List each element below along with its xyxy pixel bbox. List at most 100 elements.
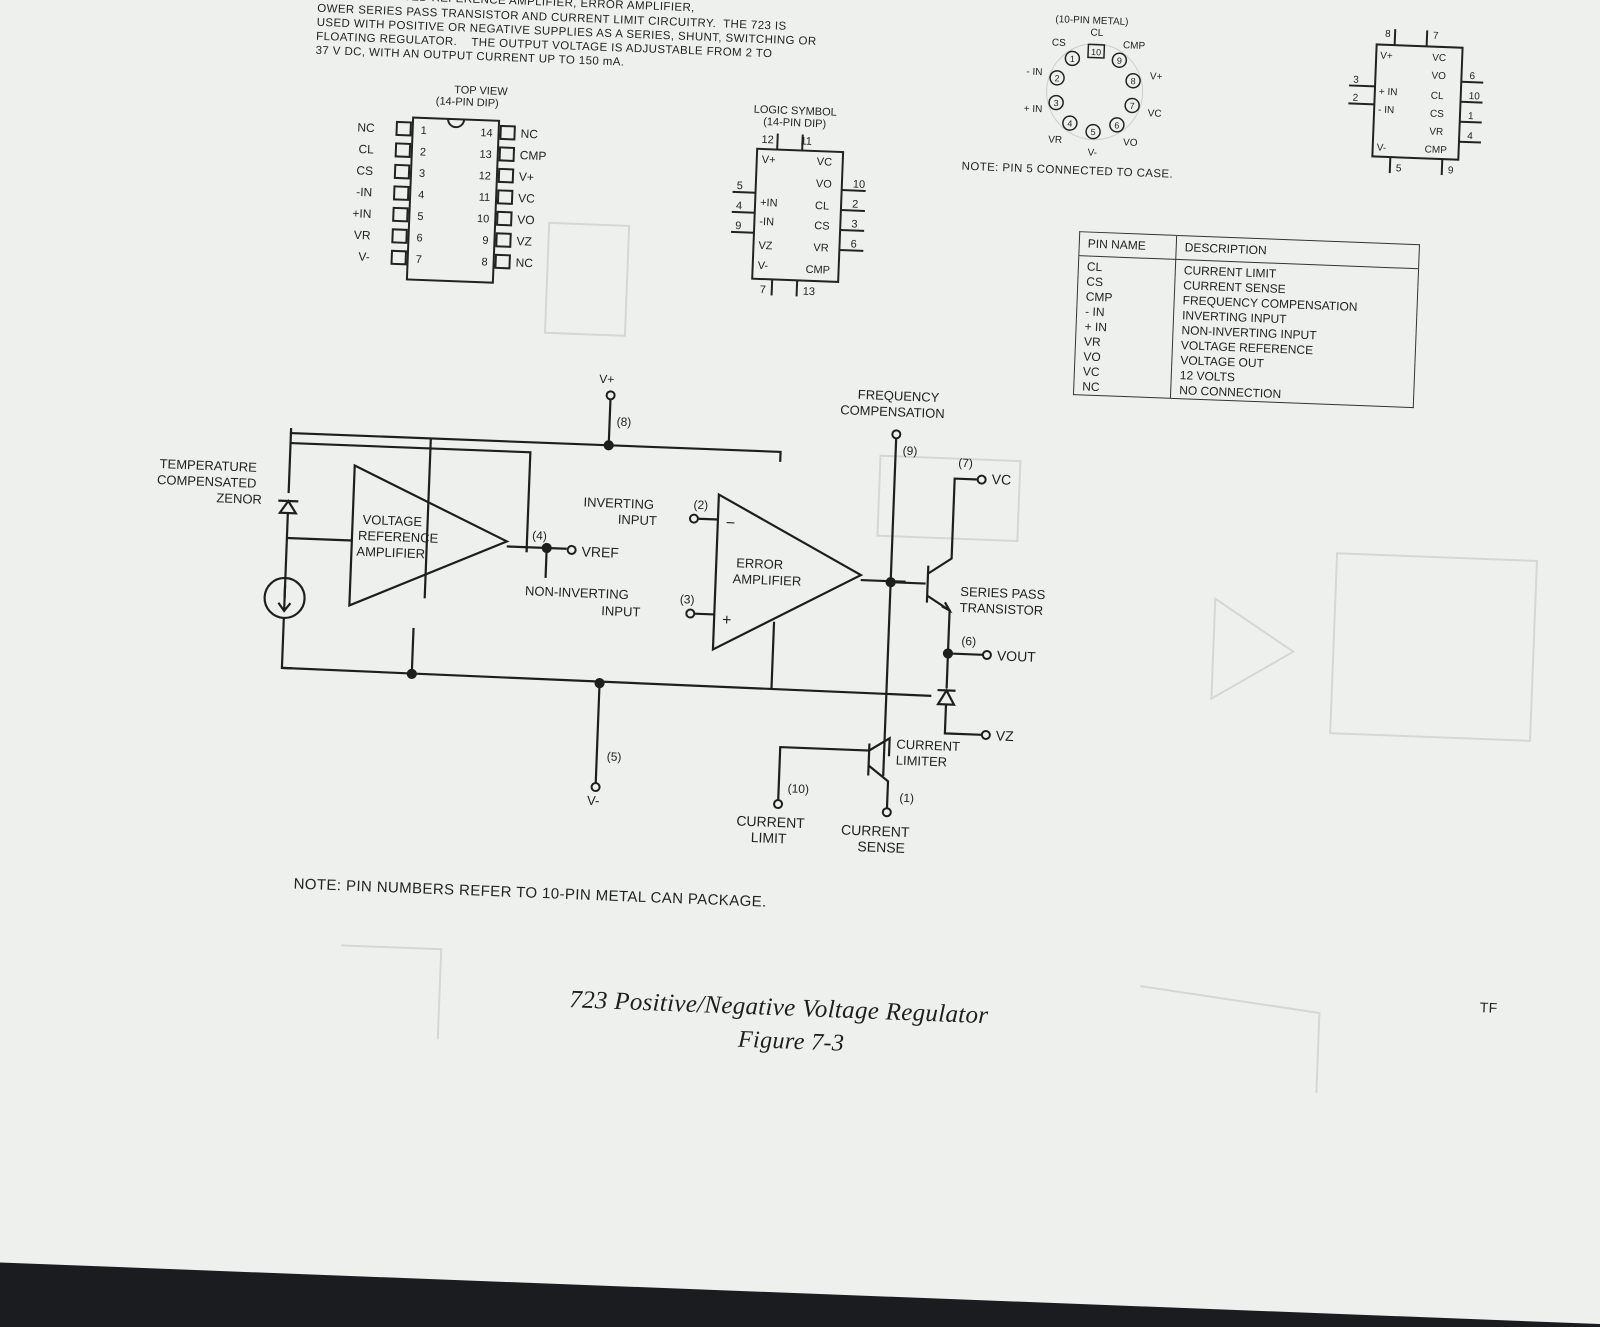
can-logic-inside-label: VO xyxy=(1431,71,1446,83)
dip-pin-name: VZ xyxy=(516,234,532,249)
vz-zener xyxy=(936,653,956,706)
dip-title: TOP VIEW xyxy=(454,84,508,98)
can-logic-inside-label: CMP xyxy=(1424,144,1447,156)
can-pin-number: 3 xyxy=(1053,98,1058,108)
can-logic-inside-label: V- xyxy=(1376,143,1386,154)
dip-pin-number: 5 xyxy=(417,211,424,223)
current-source xyxy=(263,576,306,620)
can-logic-inside-label: VC xyxy=(1432,53,1446,65)
dip-pin-box xyxy=(495,232,512,248)
series-pass-label-2: TRANSISTOR xyxy=(959,600,1043,618)
can-pin-name: CS xyxy=(1052,37,1067,49)
can-logic-inside-label: + IN xyxy=(1379,87,1398,99)
bleed-through xyxy=(341,221,1538,1093)
logic-left-pin: 4 xyxy=(736,200,743,212)
can-pin-number: 6 xyxy=(1114,120,1119,130)
can-pin-number: 9 xyxy=(1117,56,1122,66)
dip-pin-name: NC xyxy=(515,256,533,271)
dip-pin-number: 2 xyxy=(420,146,427,158)
vc-pin: (7) xyxy=(958,456,973,471)
can-logic-right-pin: 4 xyxy=(1467,131,1473,142)
logic-inside-label: +IN xyxy=(760,197,778,210)
dip-pin-box xyxy=(393,163,411,180)
noninverting-pin: (3) xyxy=(680,592,695,607)
vref-amp-label-2: REFERENCE xyxy=(358,528,439,546)
logic-subtitle: (14-PIN DIP) xyxy=(763,116,826,130)
logic-right-pin: 3 xyxy=(851,218,858,230)
can-pin-name: CL xyxy=(1090,27,1104,38)
can-logic-bottom-pin: 9 xyxy=(1448,165,1454,176)
logic-right-pin: 10 xyxy=(853,178,866,190)
current-sense-label-2: SENSE xyxy=(857,838,905,856)
dip-pin-number: 14 xyxy=(480,127,493,139)
dip-pin-name: VC xyxy=(518,191,536,206)
metal-can-title: (10-PIN METAL) xyxy=(1055,14,1129,28)
vminus-lead xyxy=(594,685,601,784)
dip-pin-number: 9 xyxy=(482,235,489,247)
can-pin-name: V+ xyxy=(1150,71,1163,82)
logic-inside-label: VZ xyxy=(758,240,773,253)
can-logic-right-pin: 10 xyxy=(1469,91,1481,102)
zener-label-1: TEMPERATURE xyxy=(159,456,257,475)
dip-pin-box xyxy=(394,142,412,158)
logic-inside-label: VC xyxy=(816,156,832,169)
dip-pin-box xyxy=(496,210,513,227)
can-logic-left-pin: 3 xyxy=(1353,75,1359,86)
logic-right-pin: 2 xyxy=(852,198,859,210)
vref-amp-label-1: VOLTAGE xyxy=(362,512,422,529)
logic-inside-label: -IN xyxy=(759,216,774,229)
can-pin-name: V- xyxy=(1087,147,1097,158)
vout-pin: (6) xyxy=(961,634,976,649)
dip-pin-number: 12 xyxy=(478,170,491,182)
dip-pin-name: -IN xyxy=(356,185,373,200)
vplus-pin: (8) xyxy=(616,415,631,430)
dip-subtitle: (14-PIN DIP) xyxy=(436,95,499,109)
dip-pin-name: VO xyxy=(517,213,535,228)
series-pass-label-1: SERIES PASS xyxy=(960,584,1046,602)
vref-wire xyxy=(506,545,567,550)
dip-pin-box xyxy=(391,228,408,244)
freq-comp-label-2: COMPENSATION xyxy=(840,402,945,421)
can-logic-inside-label: VR xyxy=(1429,127,1443,139)
logic-top-pin: 11 xyxy=(800,135,812,147)
noninverting-label-2: INPUT xyxy=(601,603,641,619)
vc-label: VC xyxy=(991,471,1011,488)
vminus-pin: (5) xyxy=(606,749,621,764)
error-amp-ground xyxy=(770,621,776,690)
voltage-reference-amplifier xyxy=(348,463,510,608)
error-amplifier xyxy=(711,492,864,652)
can-pin-number: 5 xyxy=(1090,127,1095,137)
plus-input-sign: + xyxy=(722,612,732,629)
current-limit-label-2: LIMIT xyxy=(750,829,787,846)
logic-inside-label: V- xyxy=(757,260,768,272)
logic-inside-label: VO xyxy=(816,178,833,191)
dip-body xyxy=(405,116,501,284)
freq-comp-pin: (9) xyxy=(902,444,917,459)
zener-label-2: COMPENSATED xyxy=(157,472,257,491)
can-logic-left-pin: 2 xyxy=(1352,93,1358,104)
vout-label: VOUT xyxy=(997,647,1037,664)
dip-pin-name: CMP xyxy=(520,148,547,163)
current-limiter-transistor xyxy=(779,743,871,776)
dip-pin-number: 6 xyxy=(416,232,423,244)
can-logic-inside-label: V+ xyxy=(1380,51,1393,62)
logic-bottom-pin: 13 xyxy=(803,286,816,298)
top-rail xyxy=(289,428,782,462)
can-logic-right-pin: 6 xyxy=(1469,71,1475,82)
logic-inside-label: VR xyxy=(813,242,829,255)
dip-pin-box xyxy=(497,167,515,184)
dip-pin-name: NC xyxy=(357,120,375,135)
noninverting-label-1: NON-INVERTING xyxy=(525,583,629,602)
figure-number: Figure 7-3 xyxy=(737,1026,845,1057)
logic-right-pin: 6 xyxy=(850,238,857,250)
current-sense-label-1: CURRENT xyxy=(841,821,910,840)
can-logic-right-pin: 1 xyxy=(1468,111,1474,122)
can-logic-body xyxy=(1371,43,1464,161)
current-limit-label-1: CURRENT xyxy=(736,812,805,831)
ref-amp-supply xyxy=(423,438,432,599)
can-logic-top-pin: 8 xyxy=(1385,29,1391,40)
can-logic-inside-label: CL xyxy=(1430,91,1444,102)
